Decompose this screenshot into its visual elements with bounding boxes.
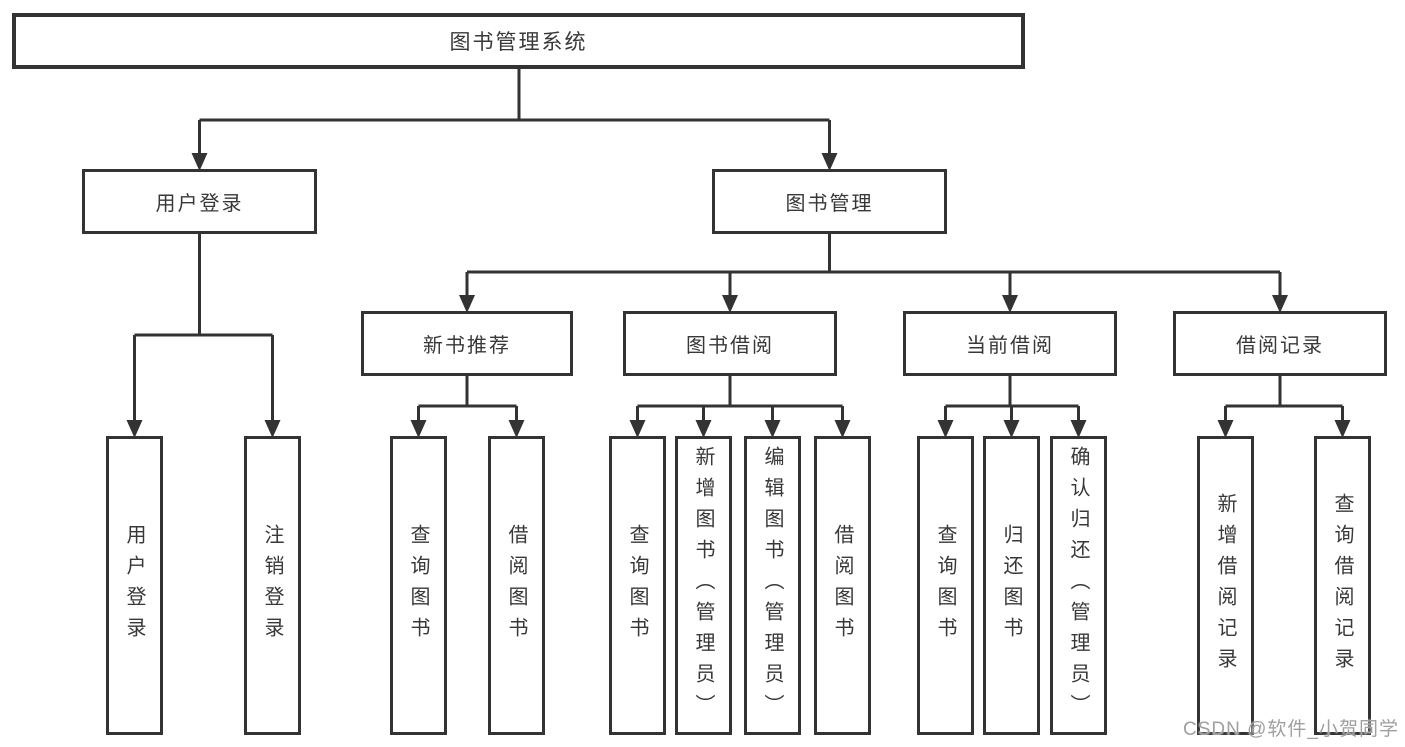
- node-leaf-add-book-admin: 新增图书（管理员）: [675, 436, 732, 735]
- node-book-management: 图书管理: [712, 169, 947, 234]
- node-leaf-borrow-books: 借阅图书: [814, 436, 871, 735]
- node-leaf-confirm-return-admin: 确认归还（管理员）: [1050, 436, 1107, 735]
- node-new-book-recommend: 新书推荐: [361, 311, 573, 376]
- arrow-shafts: [133, 120, 1344, 424]
- trunk-lines: [134, 68, 1343, 408]
- node-user-login: 用户登录: [82, 169, 317, 234]
- node-leaf-user-login: 用户登录: [106, 436, 163, 735]
- csdn-watermark: CSDN @软件_小贺同学: [1183, 719, 1399, 740]
- node-leaf-query-books-recommend: 查询图书: [390, 436, 447, 735]
- node-leaf-query-books-current: 查询图书: [917, 436, 974, 735]
- node-leaf-logout: 注销登录: [244, 436, 301, 735]
- node-root-library-system: 图书管理系统: [12, 13, 1025, 69]
- node-current-borrowing: 当前借阅: [903, 311, 1117, 376]
- node-leaf-edit-book-admin: 编辑图书（管理员）: [744, 436, 801, 735]
- node-leaf-query-books-borrow: 查询图书: [609, 436, 666, 735]
- node-leaf-return-books: 归还图书: [983, 436, 1040, 735]
- node-leaf-query-borrow-record: 查询借阅记录: [1314, 436, 1371, 735]
- node-borrowing-records: 借阅记录: [1173, 311, 1387, 376]
- node-leaf-borrow-books-recommend: 借阅图书: [488, 436, 545, 735]
- node-leaf-add-borrow-record: 新增借阅记录: [1197, 436, 1254, 735]
- node-book-borrowing: 图书借阅: [623, 311, 837, 376]
